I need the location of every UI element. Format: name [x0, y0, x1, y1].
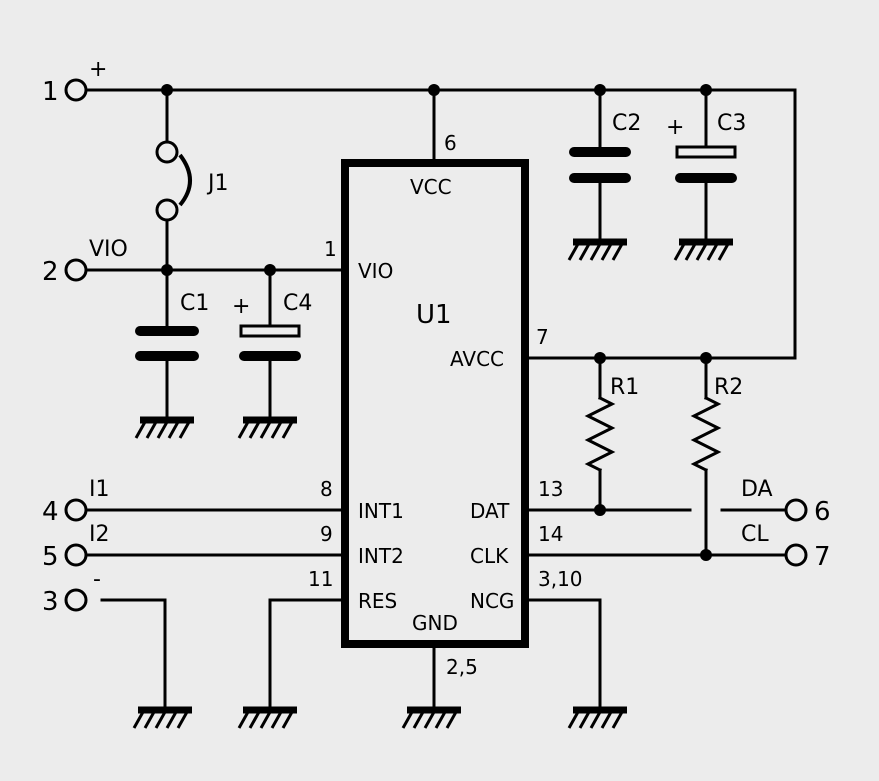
- c3-label: C3: [717, 111, 746, 136]
- terminal-2-label: VIO: [89, 237, 128, 262]
- terminal-3-number: 3: [42, 587, 59, 617]
- ground-icon: [132, 706, 192, 729]
- c4-label: C4: [283, 291, 312, 316]
- junctions: [161, 84, 712, 561]
- ground-icon: [567, 238, 627, 261]
- pin-6-number: 6: [444, 131, 457, 155]
- c3-plus: +: [666, 115, 684, 140]
- capacitor-c2: [569, 147, 631, 183]
- ground-icon: [673, 238, 733, 261]
- terminal-7-label: CL: [741, 522, 769, 547]
- c1-label: C1: [180, 291, 209, 316]
- ground-symbols: [132, 238, 733, 729]
- r2-label: R2: [714, 375, 743, 400]
- ic-ref: U1: [416, 300, 452, 330]
- pin-vio-name: VIO: [358, 259, 393, 283]
- pin-11-number: 11: [308, 567, 333, 591]
- pin-2-5-number: 2,5: [446, 655, 478, 679]
- ic-body: [341, 159, 529, 648]
- terminal-5-number: 5: [42, 542, 59, 572]
- terminal-3-label: -: [93, 567, 101, 592]
- r1-label: R1: [610, 375, 639, 400]
- pin-13-number: 13: [538, 477, 563, 501]
- terminal-1-label: +: [89, 57, 107, 82]
- terminal-1-number: 1: [42, 77, 59, 107]
- pin-int1-name: INT1: [358, 499, 404, 523]
- j1-label: J1: [206, 171, 229, 196]
- capacitor-c3: [675, 145, 737, 183]
- terminals: [64, 78, 808, 612]
- terminal-6-label: DA: [741, 477, 773, 502]
- resistor-r2: [690, 395, 722, 473]
- pin-vcc-name: VCC: [410, 175, 452, 199]
- c2-label: C2: [612, 111, 641, 136]
- terminal-5-label: I2: [89, 522, 110, 547]
- pin-8-number: 8: [320, 477, 333, 501]
- terminal-6-number: 6: [814, 497, 831, 527]
- pin-7-number: 7: [536, 325, 549, 349]
- c4-plus: +: [232, 294, 250, 319]
- pin-gnd-name: GND: [412, 611, 458, 635]
- ground-icon: [237, 706, 297, 729]
- capacitor-c4: [239, 324, 301, 361]
- pin-res-name: RES: [358, 589, 397, 613]
- terminal-4-number: 4: [42, 497, 59, 527]
- pin-dat-name: DAT: [470, 499, 510, 523]
- pin-3-10-number: 3,10: [538, 567, 583, 591]
- terminal-2-number: 2: [42, 257, 59, 287]
- pin-14-number: 14: [538, 522, 563, 546]
- pin-avcc-name: AVCC: [450, 347, 504, 371]
- terminal-7-number: 7: [814, 542, 831, 572]
- ground-icon: [567, 706, 627, 729]
- pin-9-number: 9: [320, 522, 333, 546]
- capacitor-c1: [135, 326, 199, 361]
- ground-icon: [401, 706, 461, 729]
- jumper-j1: [155, 140, 192, 222]
- terminal-4-label: I1: [89, 477, 110, 502]
- resistor-r1: [584, 395, 616, 473]
- pin-clk-name: CLK: [470, 544, 509, 568]
- ground-icon: [134, 416, 194, 439]
- wires: [85, 88, 797, 712]
- pin-int2-name: INT2: [358, 544, 404, 568]
- pin-1-number: 1: [324, 237, 337, 261]
- pin-ncg-name: NCG: [470, 589, 514, 613]
- ground-icon: [237, 416, 297, 439]
